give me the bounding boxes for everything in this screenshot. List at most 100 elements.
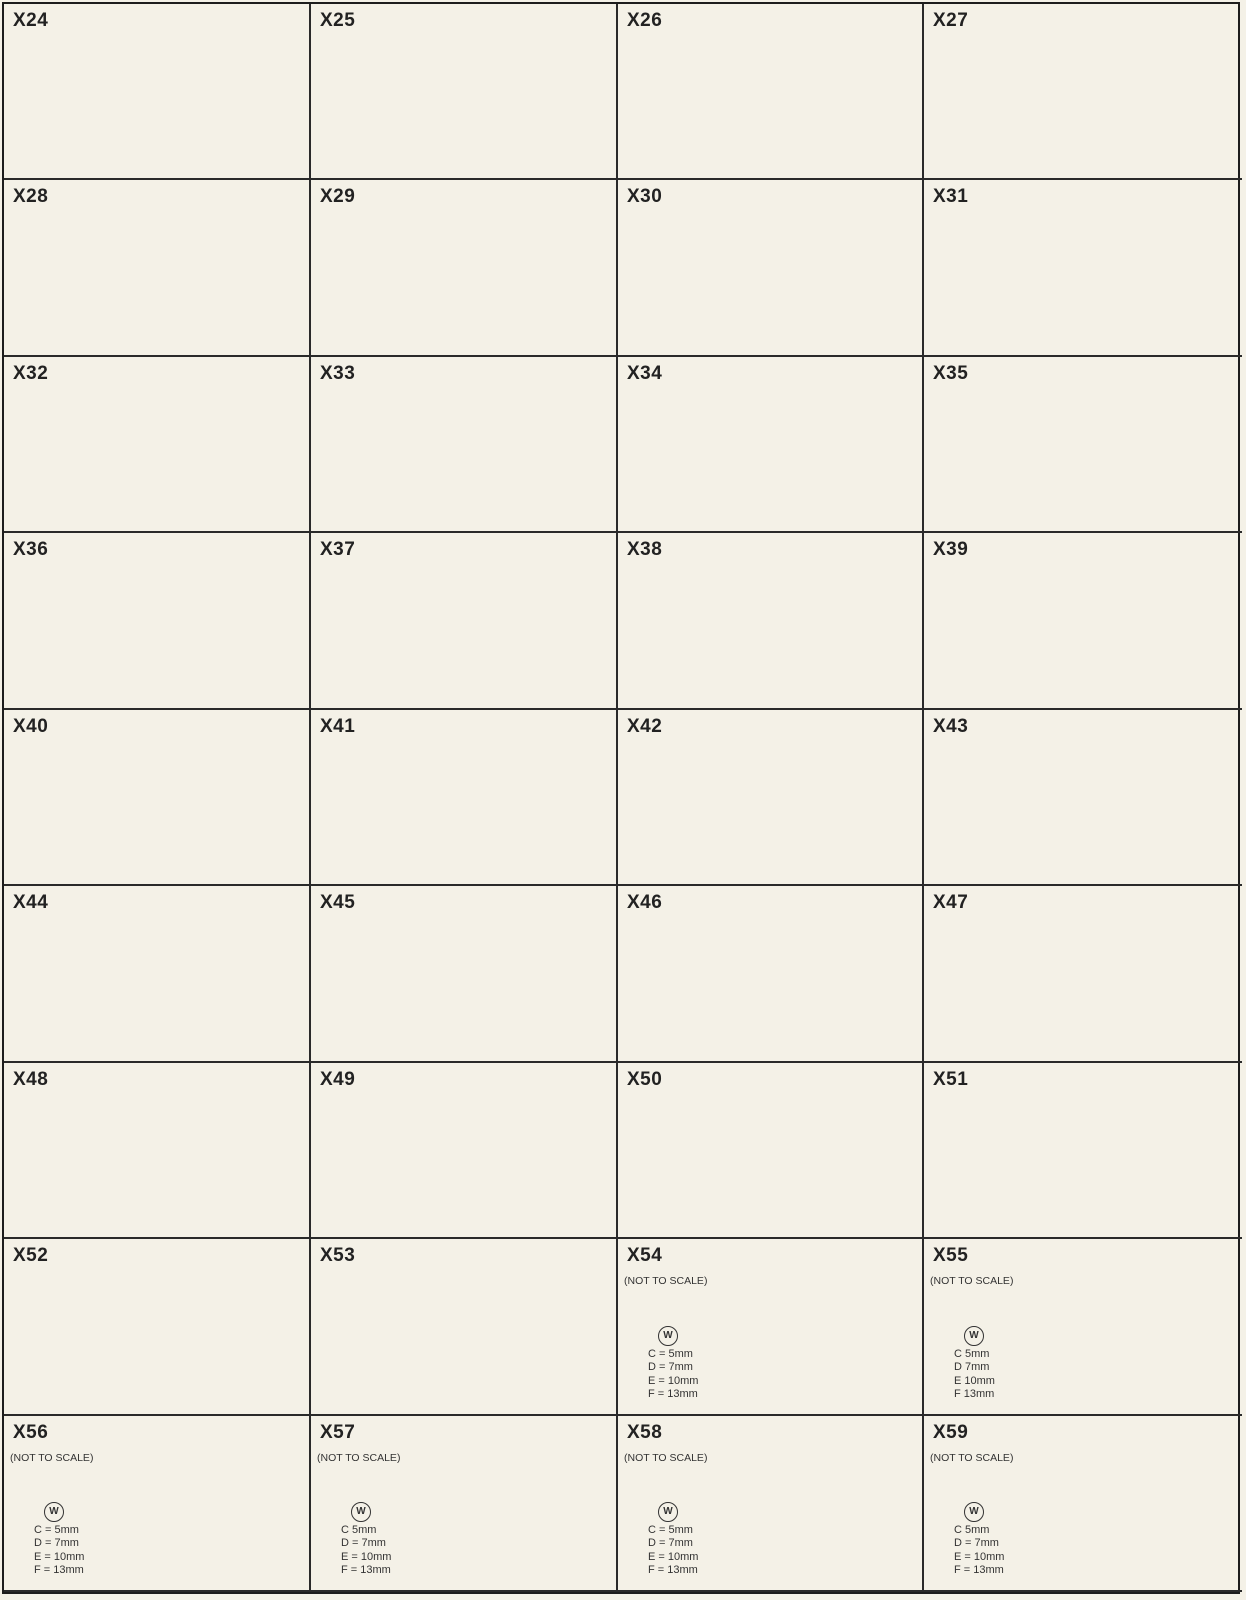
outline-drawing: 2·5 mm — [311, 1239, 616, 1413]
legend-row: F 13mm — [954, 1388, 995, 1401]
outline-id: X28 — [13, 186, 49, 208]
outline-drawing: 6 mm — [618, 533, 922, 707]
outline-drawing: 2·8 mm — [4, 710, 309, 884]
outline-cell-x36: X361·85 mm — [4, 533, 311, 710]
w-symbol: W — [658, 1501, 678, 1522]
outline-id: X54 — [627, 1245, 663, 1267]
outline-cell-x32: X3212·5 mm — [4, 356, 311, 534]
outline-drawing — [311, 886, 616, 1060]
outline-cell-x49: X490·65 mm — [311, 1062, 618, 1240]
outline-cell-x34: X3410 mm — [618, 356, 924, 534]
outline-cell-x39: X39E — [924, 533, 1242, 710]
outline-cell-x38: X386 mm — [618, 533, 924, 710]
outline-drawing: 5 mm — [311, 533, 616, 707]
outline-cell-x24: X24 — [4, 4, 311, 181]
scale-note: (NOT TO SCALE) — [10, 1451, 94, 1464]
outline-id: X24 — [13, 10, 49, 31]
outline-drawing: E — [924, 533, 1242, 707]
w-symbol: W — [658, 1325, 678, 1346]
legend-row: D = 7mm — [341, 1537, 386, 1550]
outline-id: X39 — [933, 539, 969, 561]
legend-row: C = 5mm — [648, 1347, 693, 1360]
scale-note: (NOT TO SCALE) — [930, 1275, 1014, 1288]
outline-id: X51 — [933, 1068, 969, 1090]
outline-id: X58 — [627, 1421, 663, 1443]
w-symbol: W — [964, 1325, 984, 1346]
outline-cell-x53: X532·5 mm — [311, 1239, 618, 1416]
legend-row: F = 13mm — [954, 1564, 1004, 1577]
outline-id: X42 — [627, 715, 663, 737]
outline-drawing — [4, 4, 309, 178]
outline-id: X36 — [13, 539, 49, 561]
outline-drawing: 12 5 mm — [618, 4, 922, 178]
outline-drawing: 0·16 mm — [618, 710, 922, 884]
outline-drawing: 7 mm — [311, 357, 616, 531]
legend-row: C 5mm — [341, 1523, 377, 1536]
scale-note: (NOT TO SCALE) — [930, 1451, 1014, 1464]
outline-cell-x37: X375 mm — [311, 533, 618, 710]
outline-cell-x43: X43E — [924, 710, 1242, 887]
legend-row: C = 5mm — [34, 1523, 79, 1536]
legend-row: C 5mm — [954, 1523, 990, 1536]
outline-id: X30 — [627, 186, 663, 208]
scale-note: (NOT TO SCALE) — [624, 1451, 708, 1464]
legend-row: F = 13mm — [648, 1388, 698, 1401]
outline-id: X32 — [13, 362, 49, 384]
w-symbol: W — [44, 1501, 64, 1522]
outline-cell-x30: X3012 5 mm — [618, 180, 924, 357]
outline-drawing: 1·85 mm — [4, 533, 309, 707]
outline-drawing: 21 mm — [924, 1063, 1242, 1237]
outline-id: X33 — [320, 362, 356, 384]
legend-row: E = 10mm — [954, 1550, 1005, 1563]
outline-cell-x25: X252 4 mm — [311, 4, 618, 181]
outline-cell-x26: X2612 5 mm — [618, 4, 924, 181]
legend-row: C = 5mm — [648, 1523, 693, 1536]
legend-row: D = 7mm — [954, 1537, 999, 1550]
outline-id: X41 — [320, 715, 356, 737]
outline-drawing: 2 mm — [924, 180, 1242, 354]
outline-drawing: C — [4, 886, 309, 1060]
outline-drawing: 12·5 mm — [4, 357, 309, 531]
outline-id: X40 — [13, 715, 49, 737]
outline-drawing: E — [924, 710, 1242, 884]
outline-cell-x33: X337 mm — [311, 356, 618, 534]
outline-id: X46 — [627, 892, 663, 914]
outline-id: X43 — [933, 715, 969, 737]
outline-cell-x47: X4728 mm — [924, 886, 1242, 1063]
outline-drawing: 14 mm — [4, 1239, 309, 1413]
outline-cell-x41: X416·5 mm — [311, 709, 618, 887]
outline-id: X35 — [933, 362, 969, 384]
outline-id: X59 — [933, 1421, 969, 1443]
outline-cell-x29: X29 — [311, 180, 618, 357]
outline-drawing: 6·5 mm — [311, 710, 616, 884]
legend-row: E = 10mm — [34, 1550, 85, 1563]
legend-row: D = 7mm — [648, 1361, 693, 1374]
outline-id: X45 — [320, 892, 356, 914]
legend-row: D = 7mm — [648, 1537, 693, 1550]
outline-cell-x52: X5214 mm — [4, 1239, 311, 1416]
outline-id: X26 — [627, 10, 663, 31]
legend-row: F = 13mm — [341, 1564, 391, 1577]
legend-row: E = 10mm — [648, 1550, 699, 1563]
w-symbol: W — [964, 1501, 984, 1522]
outline-cell-x50: X5031 mm — [618, 1062, 924, 1240]
legend-row: C 5mm — [954, 1347, 990, 1360]
outline-drawing — [311, 180, 616, 354]
outline-drawing: 0·65 mm — [311, 1063, 616, 1237]
outline-id: X29 — [320, 186, 356, 208]
outline-cell-x46: X4618 mm — [618, 886, 924, 1063]
legend-row: F = 13mm — [34, 1564, 84, 1577]
outline-cell-x28: X286 5 mm — [4, 180, 311, 357]
outline-drawing: 2 mm — [924, 357, 1242, 531]
outline-cell-x44: X44C — [4, 886, 311, 1063]
outline-id: X56 — [13, 1421, 49, 1443]
